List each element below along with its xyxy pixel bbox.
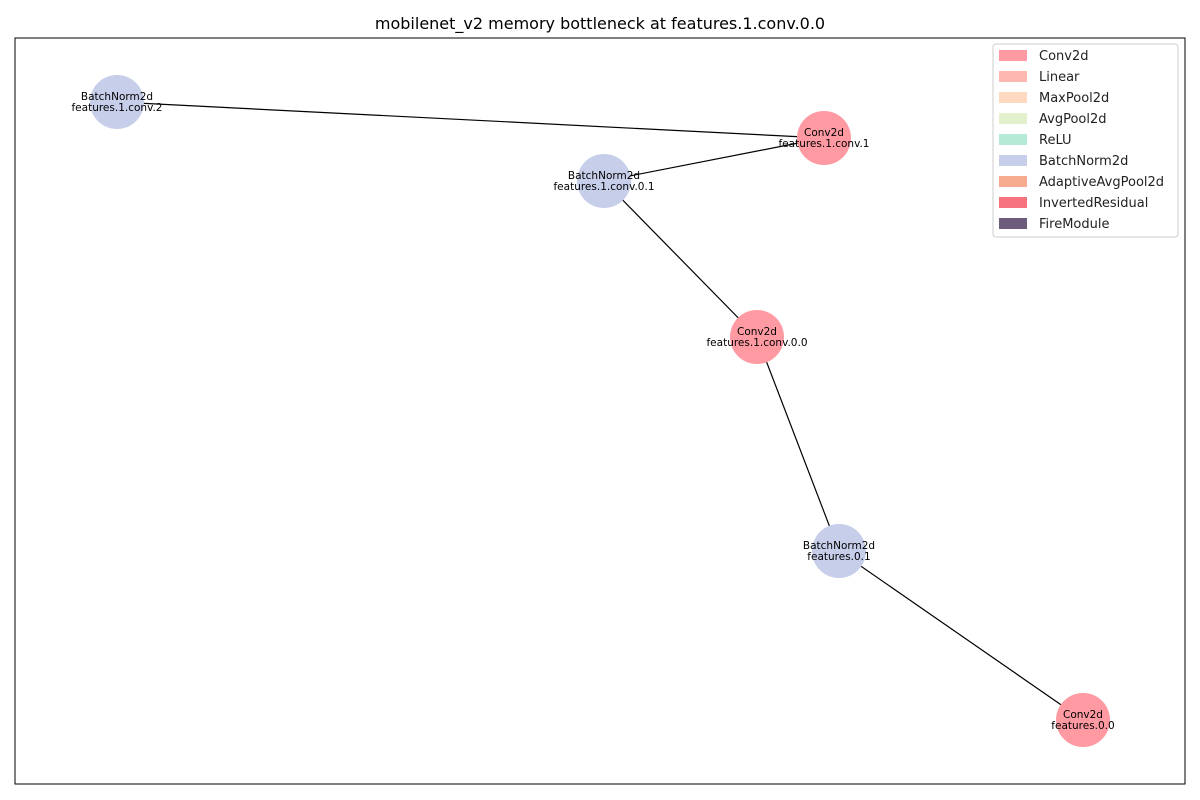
- legend-swatch: [999, 155, 1027, 166]
- node-id-label: features.1.conv.0.0: [706, 337, 807, 349]
- node-type-label: Conv2d: [804, 127, 844, 139]
- legend-label: ReLU: [1039, 133, 1072, 148]
- node-circle: [797, 111, 851, 165]
- node-id-label: features.1.conv.2: [71, 102, 162, 114]
- legend-swatch: [999, 176, 1027, 187]
- node-circle: [577, 154, 631, 208]
- legend-label: AvgPool2d: [1039, 112, 1107, 127]
- legend-label: MaxPool2d: [1039, 91, 1109, 106]
- legend-swatch: [999, 134, 1027, 145]
- node-id-label: features.0.0: [1051, 720, 1114, 732]
- legend-label: BatchNorm2d: [1039, 154, 1128, 169]
- legend-frame: [992, 43, 1179, 238]
- node-type-label: Conv2d: [737, 326, 777, 338]
- legend-swatch: [999, 197, 1027, 208]
- legend-swatch: [999, 218, 1027, 229]
- legend-swatch: [999, 113, 1027, 124]
- edges-layer: [116, 101, 1084, 721]
- legend-label: AdaptiveAvgPool2d: [1039, 175, 1164, 190]
- plot-frame: [14, 37, 1186, 785]
- edge: [116, 101, 825, 139]
- node-circle: [1056, 693, 1110, 747]
- edge: [603, 180, 758, 338]
- node-id-label: features.1.conv.1: [778, 138, 869, 150]
- nodes-layer: BatchNorm2dfeatures.1.conv.2Conv2dfeatur…: [71, 75, 1115, 747]
- legend-swatch: [999, 92, 1027, 103]
- node-type-label: Conv2d: [1063, 709, 1103, 721]
- node-type-label: BatchNorm2d: [803, 540, 875, 552]
- legend-swatch: [999, 71, 1027, 82]
- legend-label: Conv2d: [1039, 49, 1089, 64]
- edge: [838, 550, 1084, 721]
- legend-label: InvertedResidual: [1039, 196, 1148, 211]
- legend-label: FireModule: [1039, 217, 1109, 232]
- node-id-label: features.1.conv.0.1: [553, 181, 654, 193]
- node-id-label: features.0.1: [807, 551, 870, 563]
- node-circle: [730, 310, 784, 364]
- node-type-label: BatchNorm2d: [568, 170, 640, 182]
- node-type-label: BatchNorm2d: [81, 91, 153, 103]
- edge: [603, 137, 825, 182]
- chart-title: mobilenet_v2 memory bottleneck at featur…: [375, 14, 825, 34]
- node-circle: [812, 524, 866, 578]
- edge: [756, 336, 840, 552]
- node-circle: [90, 75, 144, 129]
- legend-label: Linear: [1039, 70, 1080, 85]
- legend-swatch: [999, 50, 1027, 61]
